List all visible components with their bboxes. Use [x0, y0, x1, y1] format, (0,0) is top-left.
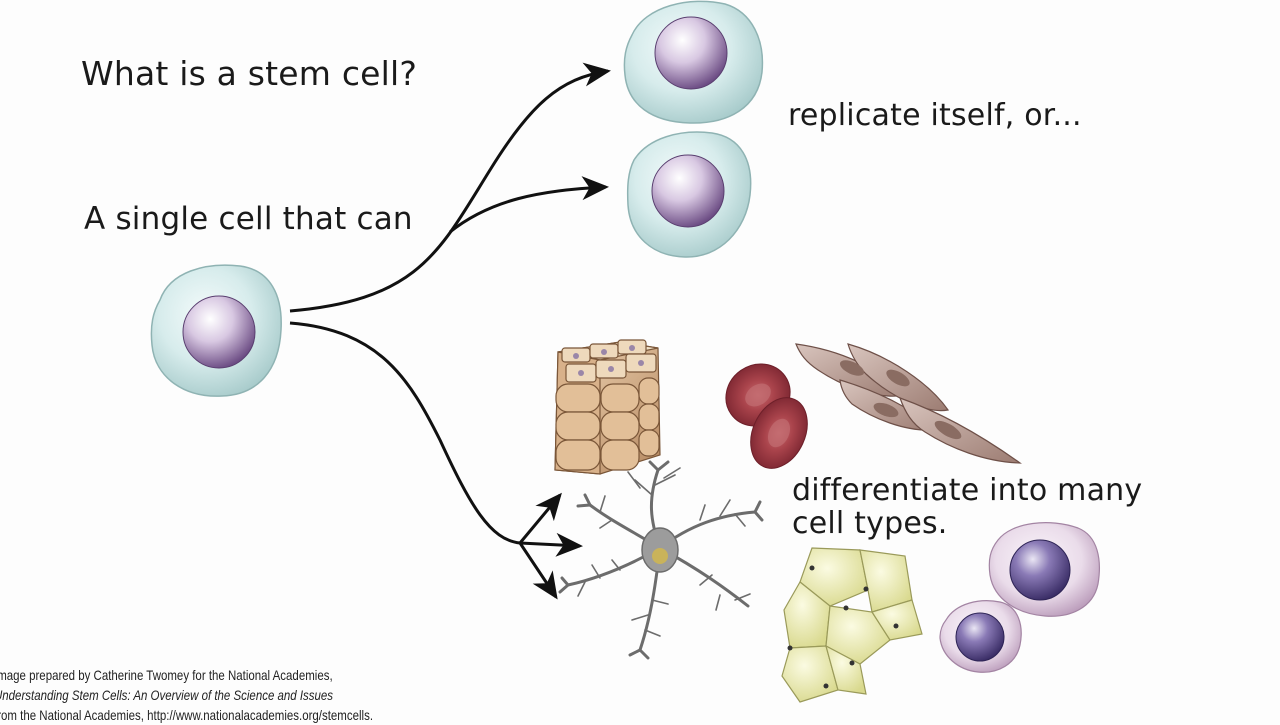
neuron-cell	[558, 460, 764, 660]
credit-line-3: from the National Academies, http://www.…	[0, 707, 374, 723]
arrow-differentiate-mid	[519, 532, 583, 557]
stem-cell-label: A single cell that can	[84, 201, 413, 237]
arrow-differentiate	[289, 321, 521, 545]
blood-cells	[939, 522, 1100, 673]
arrows	[289, 62, 611, 600]
smooth-muscle-cells	[795, 343, 1022, 464]
replicate-label: replicate itself, or...	[788, 98, 1082, 133]
arrow-differentiate-down	[518, 542, 558, 600]
credit-line-1: Image prepared by Catherine Twomey for t…	[0, 667, 333, 683]
replicated-cell-top	[623, 0, 764, 124]
credit-line-2: Understanding Stem Cells: An Overview of…	[0, 687, 334, 703]
differentiate-label: differentiate into many cell types.	[792, 473, 1143, 541]
epithelial-cells	[554, 339, 661, 475]
fat-cells	[781, 547, 923, 703]
replicated-cell-bottom	[626, 131, 752, 258]
image-credit: Image prepared by Catherine Twomey for t…	[0, 665, 373, 725]
diagram-title: What is a stem cell?	[81, 54, 418, 93]
red-blood-cells	[725, 363, 808, 469]
arrow-differentiate-up	[518, 492, 562, 544]
arrow-replicate-top	[289, 62, 611, 313]
stem-cell	[150, 264, 282, 397]
arrow-replicate-bottom	[449, 176, 609, 234]
